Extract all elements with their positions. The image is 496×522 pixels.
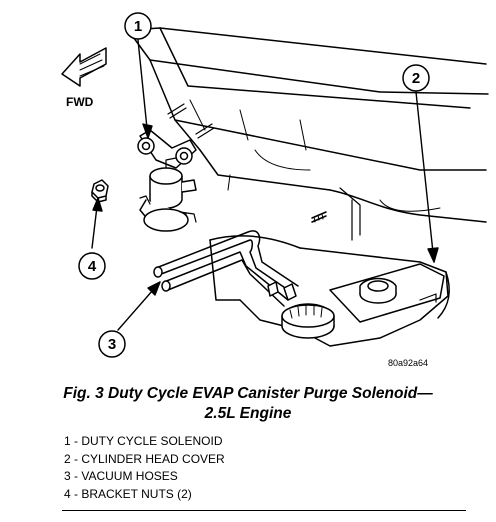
bracket-nut	[91, 179, 109, 203]
vacuum-hoses	[153, 230, 299, 307]
stud-bolt	[311, 211, 327, 223]
legend-item: 3 - VACUUM HOSES	[64, 469, 178, 483]
legend-item: 1 - DUTY CYCLE SOLENOID	[64, 434, 223, 448]
caption-line-2: 2.5L Engine	[204, 405, 292, 422]
callout-4: 4	[78, 252, 106, 280]
legend-item: 2 - CYLINDER HEAD COVER	[64, 451, 225, 466]
svg-text:2: 2	[412, 70, 420, 87]
callout-2: 2	[402, 64, 430, 92]
legend-item: 4 - BRACKET NUTS (2)	[64, 486, 192, 501]
figure-caption: Fig. 3 Duty Cycle EVAP Canister Purge So…	[0, 384, 496, 424]
oil-filler-cap	[281, 303, 335, 339]
svg-text:1: 1	[134, 18, 142, 35]
callout-1: 1	[124, 12, 152, 40]
callout-3: 3	[98, 330, 126, 358]
bottom-divider	[62, 510, 466, 511]
cowl-panel	[127, 27, 489, 241]
caption-line-1: Fig. 3 Duty Cycle EVAP Canister Purge So…	[63, 385, 433, 402]
legend-list: 1 - DUTY CYCLE SOLENOID 2 - CYLINDER HEA…	[64, 433, 225, 503]
image-code: 80a92a64	[388, 358, 428, 368]
svg-text:3: 3	[108, 336, 116, 353]
cylinder-head-cover	[329, 263, 445, 323]
fwd-label: FWD	[66, 95, 94, 109]
svg-text:4: 4	[88, 258, 97, 275]
leader-lines	[91, 39, 439, 331]
fwd-arrow-icon	[61, 47, 107, 87]
engine-illustration: FWD	[61, 12, 489, 368]
duty-cycle-solenoid	[137, 103, 215, 232]
